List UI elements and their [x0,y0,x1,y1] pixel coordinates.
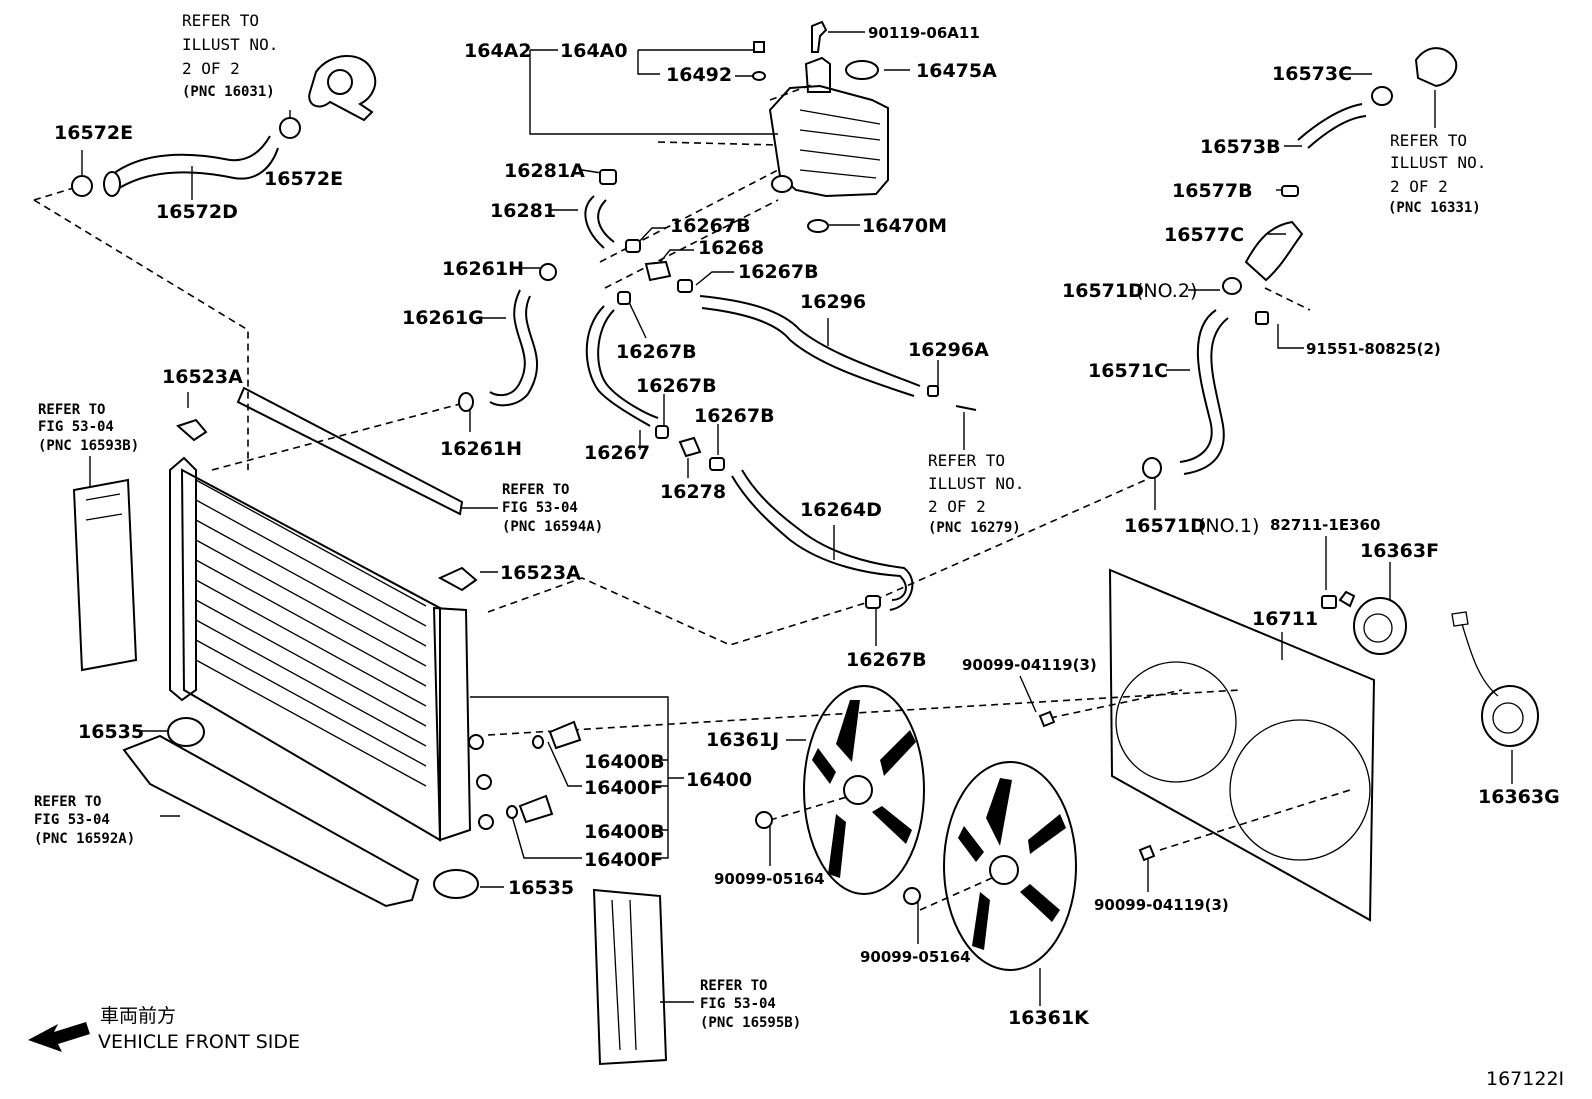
svg-text:REFER TO: REFER TO [700,978,767,994]
svg-text:(PNC 16592A): (PNC 16592A) [34,831,135,847]
label-16296A: 16296A [908,339,989,361]
label-16267B-4: 16267B [636,375,717,397]
label-16267: 16267 [584,442,650,464]
label-16475A: 16475A [916,60,997,82]
svg-text:REFER TO: REFER TO [38,402,105,418]
label-16400F-bottom: 16400F [584,849,663,871]
label-16572E-left: 16572E [54,122,133,144]
svg-text:REFER TO: REFER TO [34,794,101,810]
label-16571D-no2-suffix: (NO.2) [1136,280,1197,302]
reference-notes: REFER TO ILLUST NO. 2 OF 2 (PNC 16031) R… [34,11,1486,1031]
label-16572E-right: 16572E [264,168,343,190]
vehicle-front-label-en: VEHICLE FRONT SIDE [98,1031,300,1053]
label-16267B-1: 16267B [670,215,751,237]
label-16267B-3: 16267B [616,341,697,363]
ref-pnc-16594A: REFER TO FIG 53-04 (PNC 16594A) [502,482,603,535]
svg-text:(PNC 16593B): (PNC 16593B) [38,438,139,454]
svg-text:(PNC 16595B): (PNC 16595B) [700,1015,801,1031]
vehicle-front-label-jp: 車両前方 [100,1005,176,1027]
label-16267B-6: 16267B [846,649,927,671]
label-16361K: 16361K [1008,1007,1090,1029]
svg-text:REFER TO: REFER TO [182,11,259,30]
label-16281: 16281 [490,200,556,222]
label-16400B-top: 16400B [584,751,665,773]
ref-pnc-16592A: REFER TO FIG 53-04 (PNC 16592A) [34,794,135,847]
svg-text:ILLUST NO.: ILLUST NO. [928,474,1024,493]
label-16400: 16400 [686,769,752,791]
label-16268: 16268 [698,237,764,259]
ref-pnc-16595B: REFER TO FIG 53-04 (PNC 16595B) [700,978,801,1031]
label-16523A-top: 16523A [162,366,243,388]
label-16264D: 16264D [800,499,882,521]
label-16492: 16492 [666,64,732,86]
ref-pnc-16331: REFER TO ILLUST NO. 2 OF 2 (PNC 16331) [1388,131,1486,216]
label-16363G: 16363G [1478,786,1560,808]
label-16711: 16711 [1252,608,1318,630]
label-16278: 16278 [660,481,726,503]
ref-pnc-16279: REFER TO ILLUST NO. 2 OF 2 (PNC 16279) [928,451,1024,536]
label-16296: 16296 [800,291,866,313]
svg-text:(PNC 16279): (PNC 16279) [928,520,1021,536]
ref-pnc-16593B: REFER TO FIG 53-04 (PNC 16593B) [38,402,139,454]
ref-pnc-16031: REFER TO ILLUST NO. 2 OF 2 (PNC 16031) [182,11,278,100]
svg-text:FIG 53-04: FIG 53-04 [38,419,114,435]
label-16571D-no1: 16571D [1124,515,1206,537]
figure-id: 167122I [1486,1068,1564,1090]
label-90099-04119-bottom: 90099-04119(3) [1094,896,1229,914]
svg-text:ILLUST NO.: ILLUST NO. [182,35,278,54]
label-16361J: 16361J [706,729,779,751]
label-16261H-top: 16261H [442,258,524,280]
leader-lines [81,31,1513,1006]
label-16267B-5: 16267B [694,405,775,427]
fan-16361K-shape [943,761,1077,971]
svg-text:(PNC 16331): (PNC 16331) [1388,200,1481,216]
label-16470M: 16470M [862,215,947,237]
label-164A2: 164A2 [464,40,532,62]
svg-text:ILLUST NO.: ILLUST NO. [1390,153,1486,172]
svg-text:REFER TO: REFER TO [928,451,1005,470]
svg-text:2 OF 2: 2 OF 2 [1390,177,1448,196]
label-16573B: 16573B [1200,136,1281,158]
label-16577C: 16577C [1164,224,1244,246]
svg-text:FIG 53-04: FIG 53-04 [700,996,776,1012]
label-90099-04119-top: 90099-04119(3) [962,656,1097,674]
label-16261G: 16261G [402,307,484,329]
label-16571C: 16571C [1088,360,1168,382]
label-90099-05164-left: 90099-05164 [714,870,825,888]
svg-text:REFER TO: REFER TO [1390,131,1467,150]
label-16281A: 16281A [504,160,585,182]
label-16267B-2: 16267B [738,261,819,283]
label-16535-left: 16535 [78,721,144,743]
vehicle-front-arrow-icon [28,1022,90,1052]
part-labels: 16572E 16572E 16572D 164A2 164A0 16492 9… [54,24,1560,1029]
svg-text:(PNC 16031): (PNC 16031) [182,84,275,100]
label-16573C: 16573C [1272,63,1352,85]
fan-16361J-shape [803,685,925,895]
label-90119-06A11: 90119-06A11 [868,24,980,42]
svg-text:2 OF 2: 2 OF 2 [182,59,240,78]
part-shapes [28,20,1539,1066]
label-16535-bottom: 16535 [508,877,574,899]
label-164A0: 164A0 [560,40,628,62]
label-16523A-mid: 16523A [500,562,581,584]
label-16571D-no1-suffix: (NO.1) [1198,515,1259,537]
label-16577B: 16577B [1172,180,1253,202]
svg-text:REFER TO: REFER TO [502,482,569,498]
label-16363F: 16363F [1360,540,1439,562]
label-16400F-top: 16400F [584,777,663,799]
svg-text:FIG 53-04: FIG 53-04 [502,500,578,516]
label-16261H-bottom: 16261H [440,438,522,460]
svg-text:FIG 53-04: FIG 53-04 [34,812,110,828]
svg-text:(PNC 16594A): (PNC 16594A) [502,519,603,535]
label-16571D-no2: 16571D [1062,280,1144,302]
label-82711-1E360: 82711-1E360 [1270,516,1380,534]
label-90099-05164-right: 90099-05164 [860,948,971,966]
label-16572D: 16572D [156,201,238,223]
label-16400B-bottom: 16400B [584,821,665,843]
label-91551-80825: 91551-80825(2) [1306,340,1441,358]
svg-text:2 OF 2: 2 OF 2 [928,497,986,516]
